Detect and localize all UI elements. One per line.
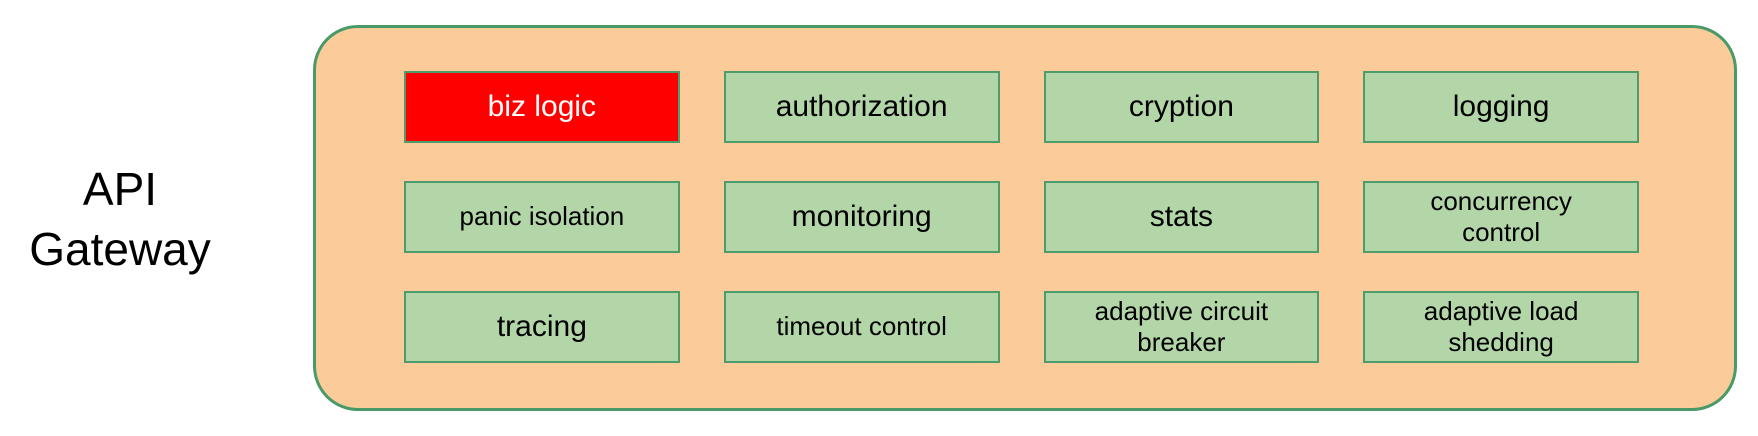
api-gateway-container: biz logic authorization cryption logging… <box>313 25 1737 411</box>
module-box-concurrency-control: concurrency control <box>1363 181 1639 253</box>
module-box-stats: stats <box>1043 181 1320 253</box>
module-box-cryption: cryption <box>1043 71 1320 143</box>
module-box-tracing: tracing <box>404 291 680 363</box>
module-box-biz-logic: biz logic <box>404 71 680 143</box>
module-box-panic-isolation: panic isolation <box>404 181 680 253</box>
api-gateway-title: API Gateway <box>29 163 211 275</box>
module-box-adaptive-circuit-breaker: adaptive circuit breaker <box>1043 291 1320 363</box>
module-box-adaptive-load-shedding: adaptive load shedding <box>1363 291 1639 363</box>
module-box-timeout-control: timeout control <box>723 291 1000 363</box>
module-box-logging: logging <box>1363 71 1639 143</box>
module-box-monitoring: monitoring <box>723 181 1000 253</box>
module-box-authorization: authorization <box>723 71 1000 143</box>
